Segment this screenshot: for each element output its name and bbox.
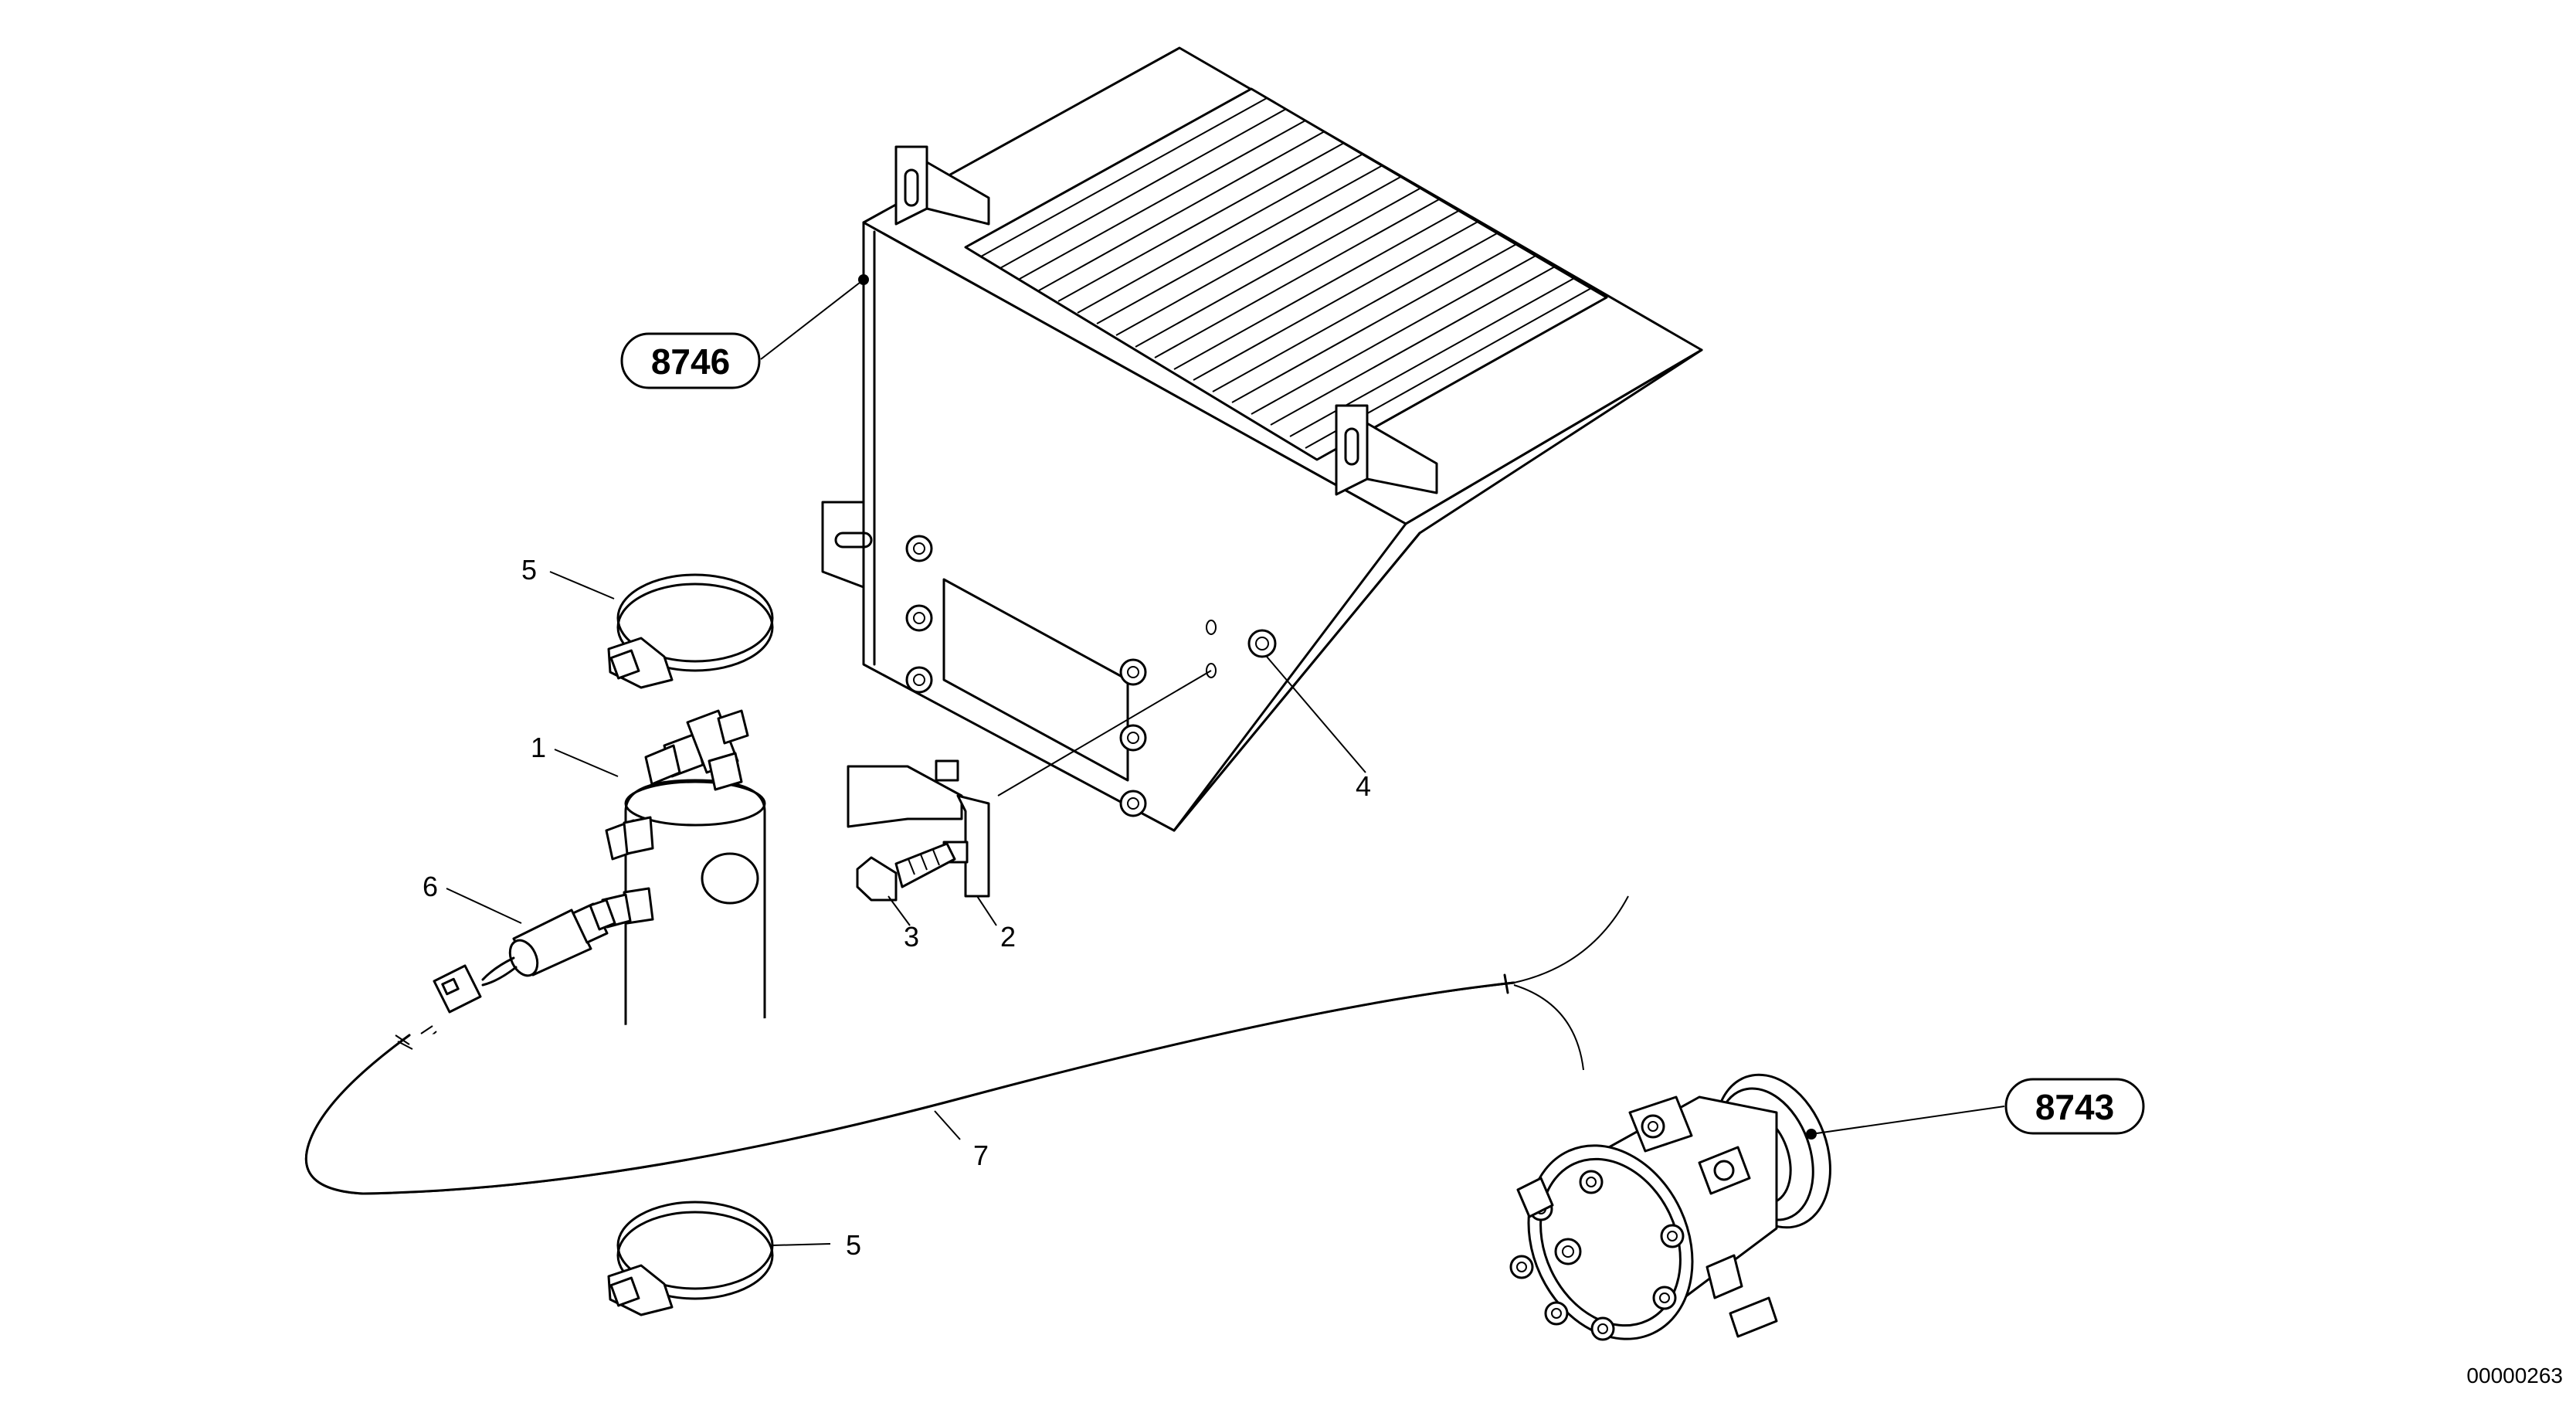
mounting-tab-right [1335, 404, 1438, 496]
reference-number-8746: 8746 [651, 341, 730, 382]
callout-6: 6 [423, 871, 438, 902]
mounting-tab-top-left [894, 145, 990, 226]
cable-part-7 [304, 895, 1629, 1195]
callout-4: 4 [1356, 770, 1371, 802]
leader-dot-8746 [858, 274, 869, 285]
callout-2: 2 [1000, 921, 1016, 953]
panel-nuts [905, 535, 1147, 817]
leader-lines [446, 274, 2005, 1246]
drawing-code: 00000263 [2466, 1364, 2563, 1388]
hose-clamp-bottom [607, 1201, 774, 1316]
hose-clamp-top [607, 573, 774, 689]
pressure-switch-part-6 [420, 898, 616, 1044]
callout-5-bottom: 5 [846, 1229, 861, 1261]
callout-1: 1 [531, 732, 546, 763]
reference-number-8743: 8743 [2035, 1087, 2114, 1127]
bolt-part-3 [856, 842, 956, 902]
leader-dot-8743 [1806, 1129, 1817, 1140]
evaporator-unit [821, 46, 1703, 832]
grille-slats [980, 97, 1592, 449]
mounting-tab-left-side [821, 501, 873, 589]
callout-5-top: 5 [521, 554, 537, 586]
nut-part-4 [1247, 629, 1277, 658]
reference-badge-8746: 8746 [620, 332, 761, 389]
callout-7: 7 [973, 1140, 989, 1171]
reference-badge-8743: 8743 [2004, 1078, 2145, 1135]
compressor-unit [1509, 1073, 1831, 1341]
callout-3: 3 [904, 921, 919, 953]
